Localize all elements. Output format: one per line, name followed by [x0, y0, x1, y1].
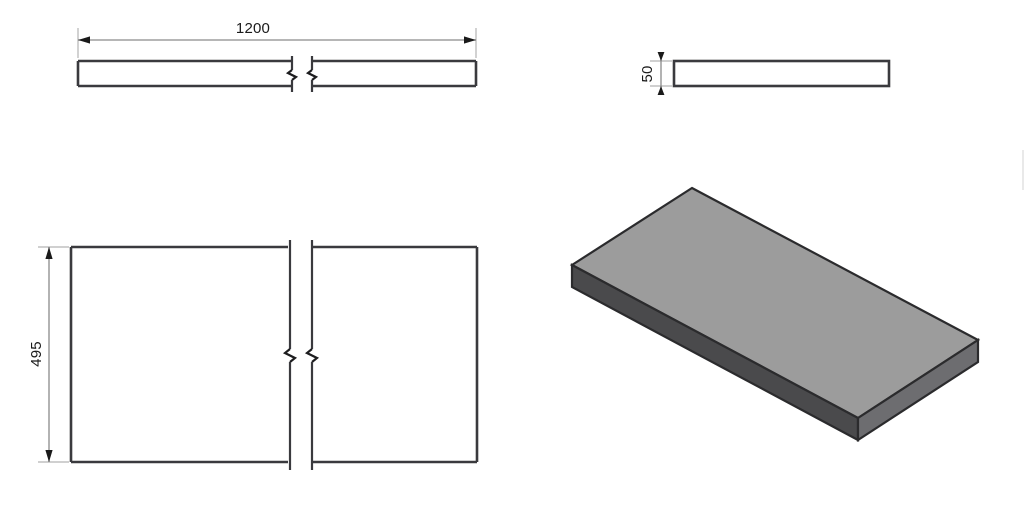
- side-elevation-view: 50: [639, 52, 891, 95]
- side-bar-outline: [672, 59, 891, 88]
- iso-right-face: [856, 337, 980, 443]
- arrowhead-plan-top: [45, 247, 53, 259]
- arrowhead-plan-bottom: [45, 450, 53, 462]
- front-elevation-view: 1200: [76, 20, 478, 92]
- arrowhead-left: [78, 36, 90, 44]
- plan-right-segment: [312, 245, 479, 464]
- arrowhead-top: [657, 52, 665, 61]
- zigzag-break-symbol-front: [285, 56, 319, 92]
- dimension-label-length: 1200: [236, 20, 270, 37]
- dimension-label-thickness: 50: [639, 65, 656, 82]
- front-bar-left-segment: [76, 59, 291, 88]
- plan-left-segment: [69, 245, 288, 464]
- sheet-edge-artifact: [1022, 150, 1024, 190]
- isometric-view: [569, 186, 981, 443]
- front-bar-right-segment: [313, 59, 478, 88]
- arrowhead-right: [464, 36, 476, 44]
- dimension-label-depth: 495: [28, 341, 45, 367]
- arrowhead-bottom: [657, 86, 665, 95]
- zigzag-break-symbol-plan: [282, 240, 320, 470]
- plan-view: 495: [28, 240, 479, 470]
